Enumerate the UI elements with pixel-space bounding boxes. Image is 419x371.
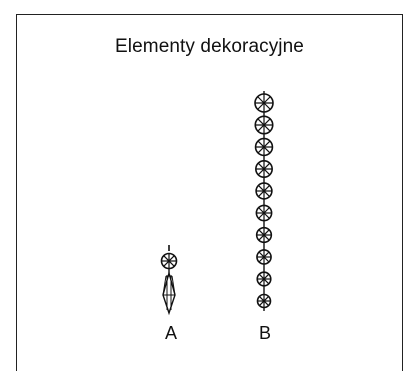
item-b-bead	[254, 137, 274, 157]
item-a-bead	[160, 252, 178, 270]
item-b-bead	[255, 226, 273, 244]
item-b-bead	[254, 93, 274, 113]
item-b-decoration	[254, 91, 274, 311]
diagram-frame: Elementy dekoracyjne	[16, 14, 403, 371]
item-b-bead	[256, 293, 272, 309]
item-b-bead	[254, 115, 274, 135]
item-b-bead	[255, 160, 273, 178]
decorations-drawing	[160, 91, 274, 316]
item-b-bead	[256, 271, 272, 287]
item-b-bead	[255, 204, 273, 222]
diagram-title: Elementy dekoracyjne	[115, 36, 304, 57]
item-b-bead	[255, 182, 273, 200]
item-b-label: B	[258, 323, 271, 343]
item-a-label: A	[164, 323, 177, 343]
item-a-pendant-drop	[162, 268, 176, 316]
item-b-bead	[256, 249, 272, 265]
item-a-decoration	[160, 245, 178, 316]
